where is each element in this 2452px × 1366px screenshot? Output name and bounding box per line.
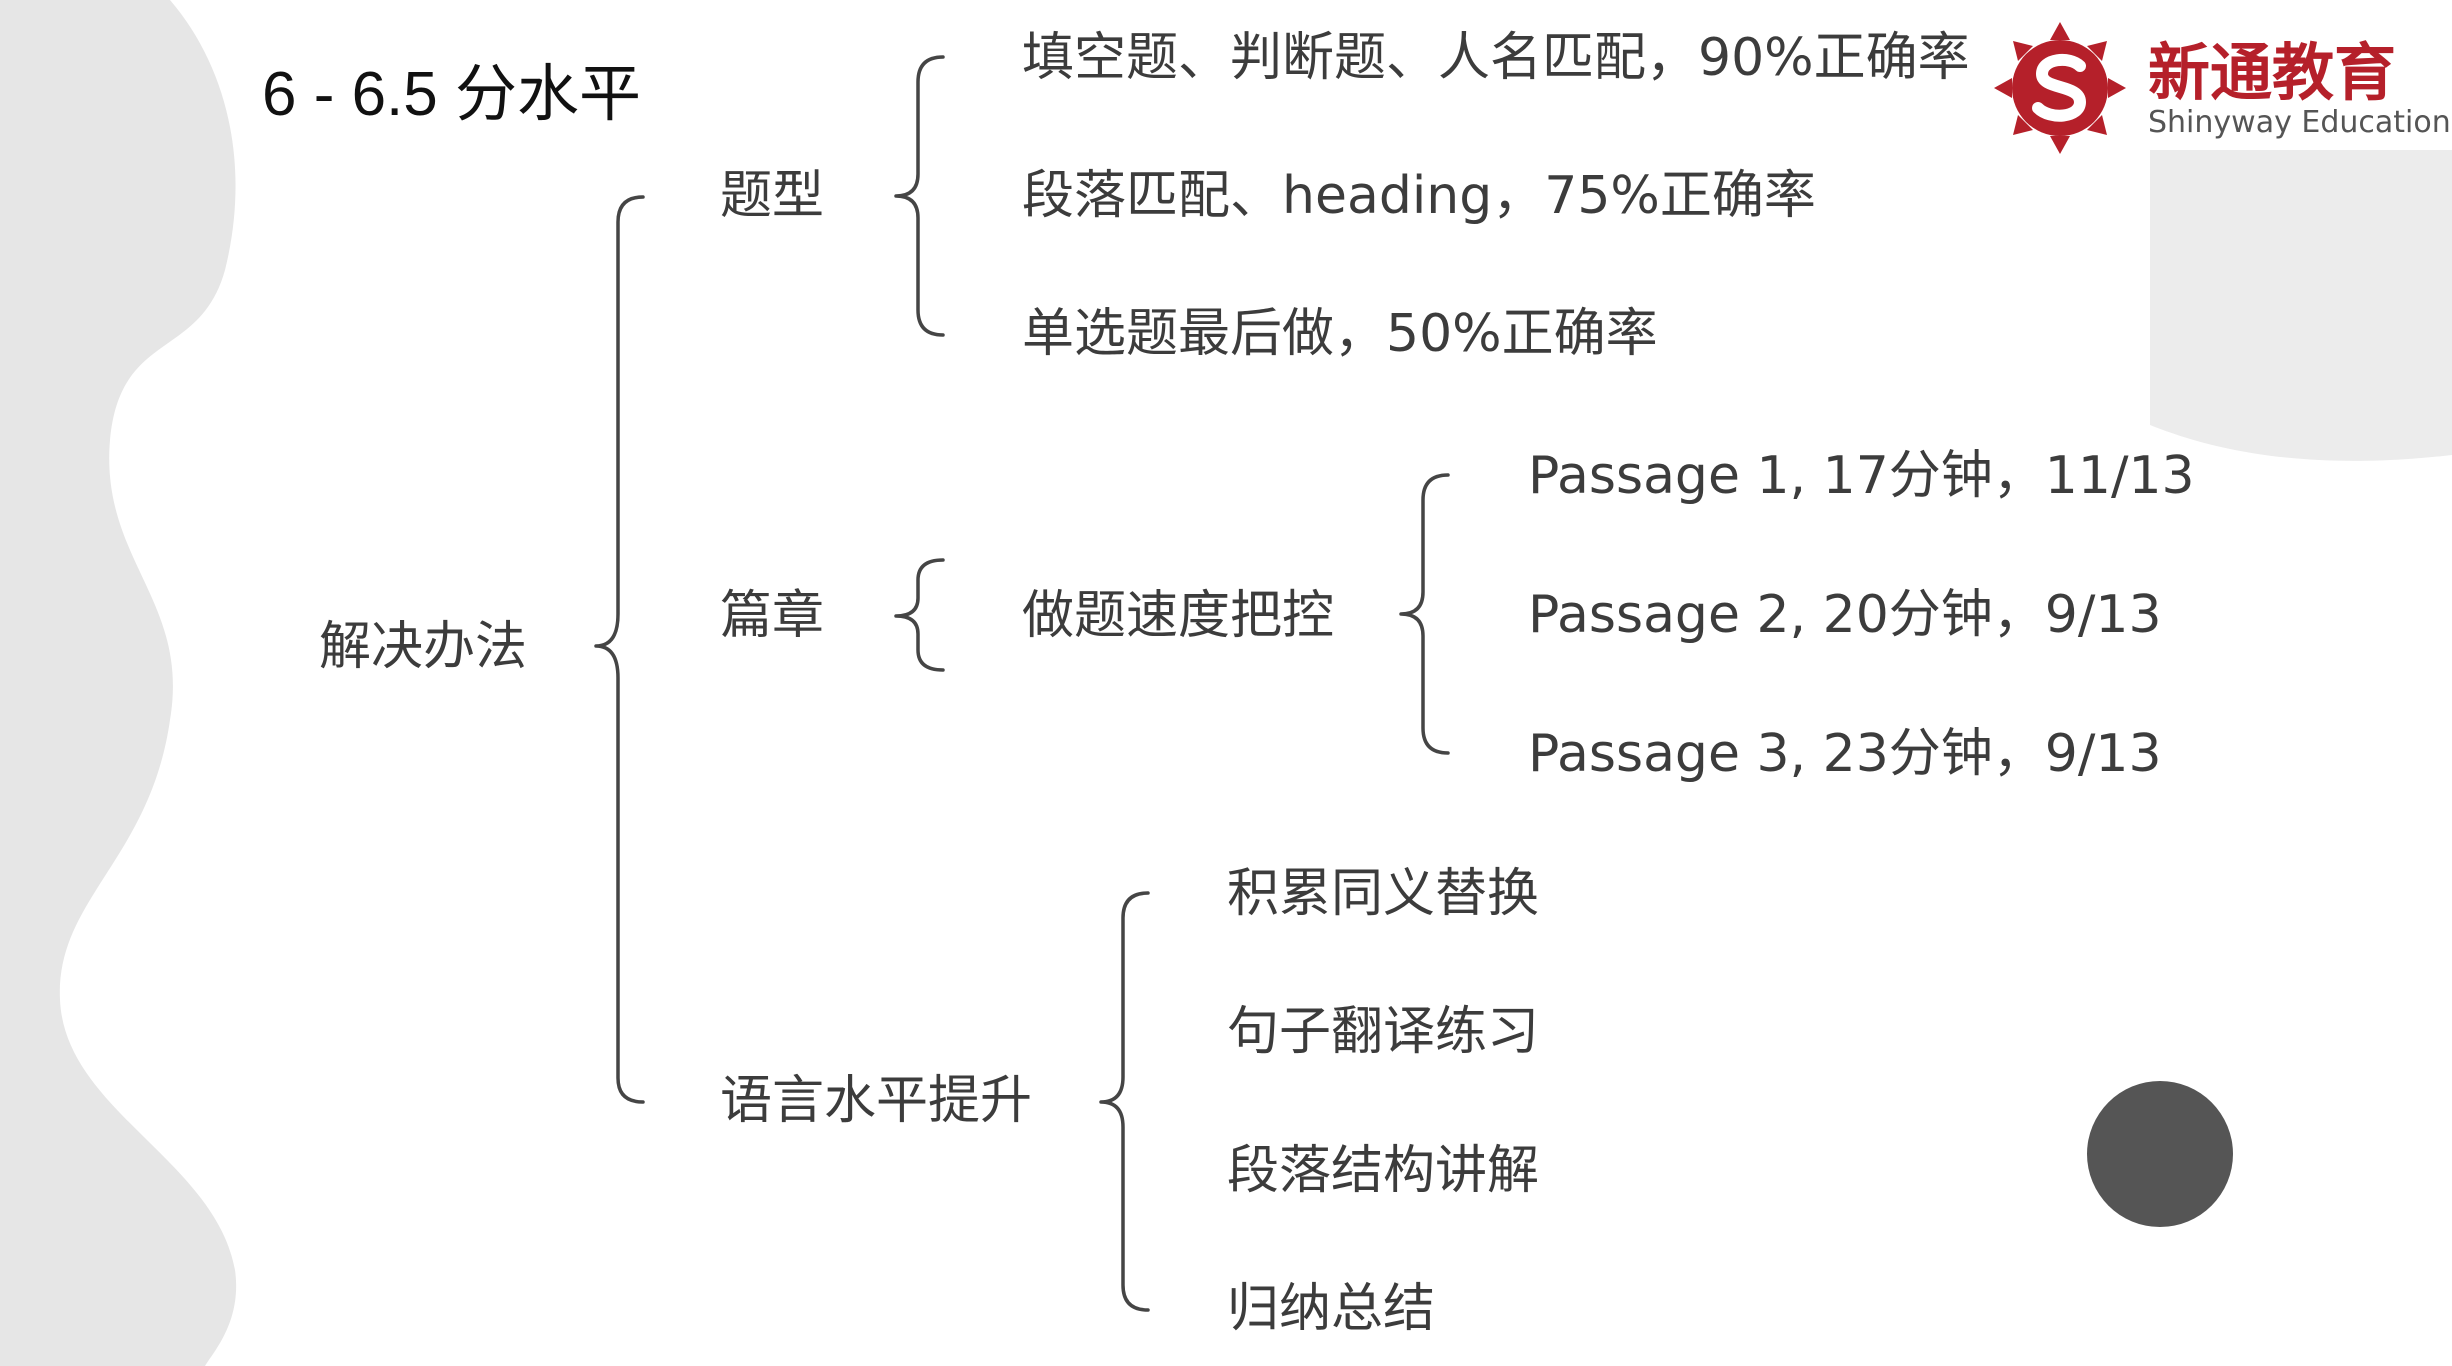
left-wavy-panel — [0, 0, 237, 1366]
speed-control-node: 做题速度把控 — [1022, 586, 1335, 646]
shinyway-s-logo-icon — [1994, 22, 2126, 154]
floating-circle-button[interactable] — [2087, 1081, 2233, 1227]
logo-brand-name: 新通教育 — [2148, 36, 2397, 109]
logo-subtitle: Shinyway Education — [2148, 105, 2451, 140]
passage-item-3: Passage 3, 23分钟，9/13 — [1528, 724, 2162, 784]
language-item-1: 积累同义替换 — [1227, 864, 1540, 924]
passage-item-1: Passage 1, 17分钟，11/13 — [1528, 446, 2195, 506]
type-item-3: 单选题最后做，50%正确率 — [1022, 304, 1658, 364]
language-item-4: 归纳总结 — [1227, 1279, 1436, 1339]
passage-item-2: Passage 2, 20分钟，9/13 — [1528, 585, 2162, 645]
branch-label-type: 题型 — [720, 166, 825, 226]
language-item-2: 句子翻译练习 — [1227, 1002, 1540, 1062]
branch-label-passage: 篇章 — [720, 586, 825, 646]
mindmap-root: 解决办法 — [319, 617, 528, 677]
type-item-2: 段落匹配、heading，75%正确率 — [1022, 166, 1816, 226]
right-panel-curve — [2150, 150, 2452, 461]
language-item-3: 段落结构讲解 — [1227, 1141, 1540, 1201]
branch-label-language: 语言水平提升 — [720, 1071, 1033, 1131]
page-title: 6 - 6.5 分水平 — [262, 60, 641, 129]
type-item-1: 填空题、判断题、人名匹配，90%正确率 — [1022, 28, 1970, 88]
